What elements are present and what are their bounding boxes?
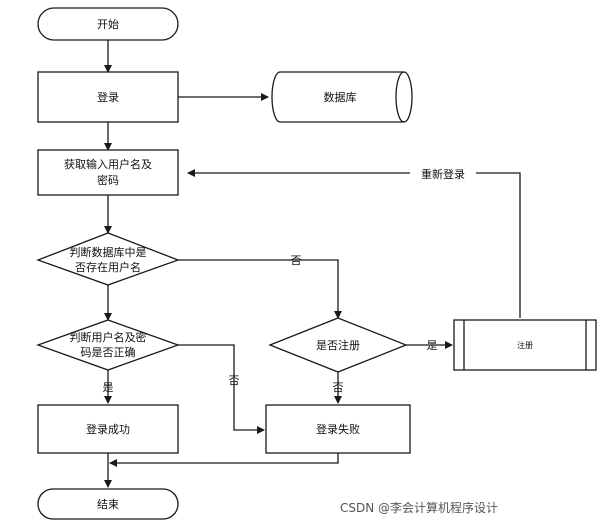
check-user-decision — [36, 232, 180, 286]
login-fail-label: 登录失败 — [316, 422, 360, 436]
relogin-edge-label: 重新登录 — [421, 167, 465, 181]
login-success-node — [37, 404, 179, 454]
edge-register-relogin — [187, 169, 521, 318]
check-pwd-label-2: 码是否正确 — [81, 346, 136, 359]
login-label: 登录 — [97, 90, 119, 104]
edge-checkpwd-fail — [178, 344, 265, 434]
login-node — [37, 71, 179, 123]
get-input-node — [37, 149, 179, 196]
end-label: 结束 — [97, 498, 119, 511]
database-node — [271, 71, 413, 123]
yes-pwd-edge-label: 是 — [103, 381, 114, 394]
check-pwd-label-1: 判断用户名及密 — [70, 330, 147, 344]
register-label: 注册 — [517, 340, 533, 350]
start-label: 开始 — [97, 17, 119, 31]
is-registered-decision — [268, 317, 408, 373]
get-input-label-1: 获取输入用户名及 — [64, 157, 152, 171]
no-pwd-edge-label: 否 — [229, 374, 240, 387]
start-node — [37, 7, 179, 41]
connectors — [104, 40, 521, 488]
check-pwd-decision — [36, 319, 180, 371]
no-user-edge-label: 否 — [291, 254, 302, 267]
end-node — [37, 488, 179, 520]
login-success-label: 登录成功 — [86, 422, 130, 436]
watermark: CSDN @李会计算机程序设计 — [340, 500, 498, 515]
edge-checkuser-isregistered — [178, 259, 342, 319]
is-registered-label: 是否注册 — [316, 338, 360, 352]
database-label: 数据库 — [324, 90, 357, 104]
check-user-label-2: 否存在用户名 — [75, 260, 141, 274]
edge-fail-end — [109, 453, 339, 467]
login-fail-node — [265, 404, 411, 454]
no-registered-edge-label: 否 — [333, 381, 344, 394]
get-input-label-2: 密码 — [97, 173, 119, 187]
check-user-label-1: 判断数据库中是 — [70, 245, 147, 259]
yes-registered-edge-label: 是 — [427, 339, 438, 352]
register-node — [453, 319, 597, 371]
